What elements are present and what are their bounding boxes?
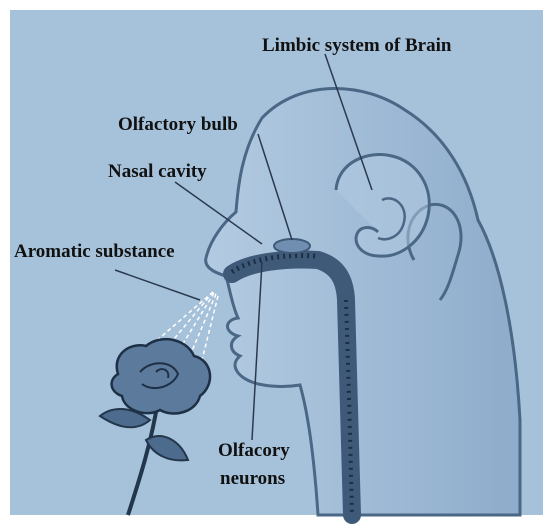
label-neurons-line2: neurons xyxy=(220,468,285,489)
olfactory-bulb xyxy=(274,239,310,253)
label-nasal-cavity: Nasal cavity xyxy=(108,161,207,182)
label-limbic-system: Limbic system of Brain xyxy=(262,35,452,56)
label-aromatic-substance: Aromatic substance xyxy=(14,241,175,262)
label-olfactory-bulb: Olfactory bulb xyxy=(118,114,238,135)
label-neurons-line1: Olfacory xyxy=(218,440,290,461)
